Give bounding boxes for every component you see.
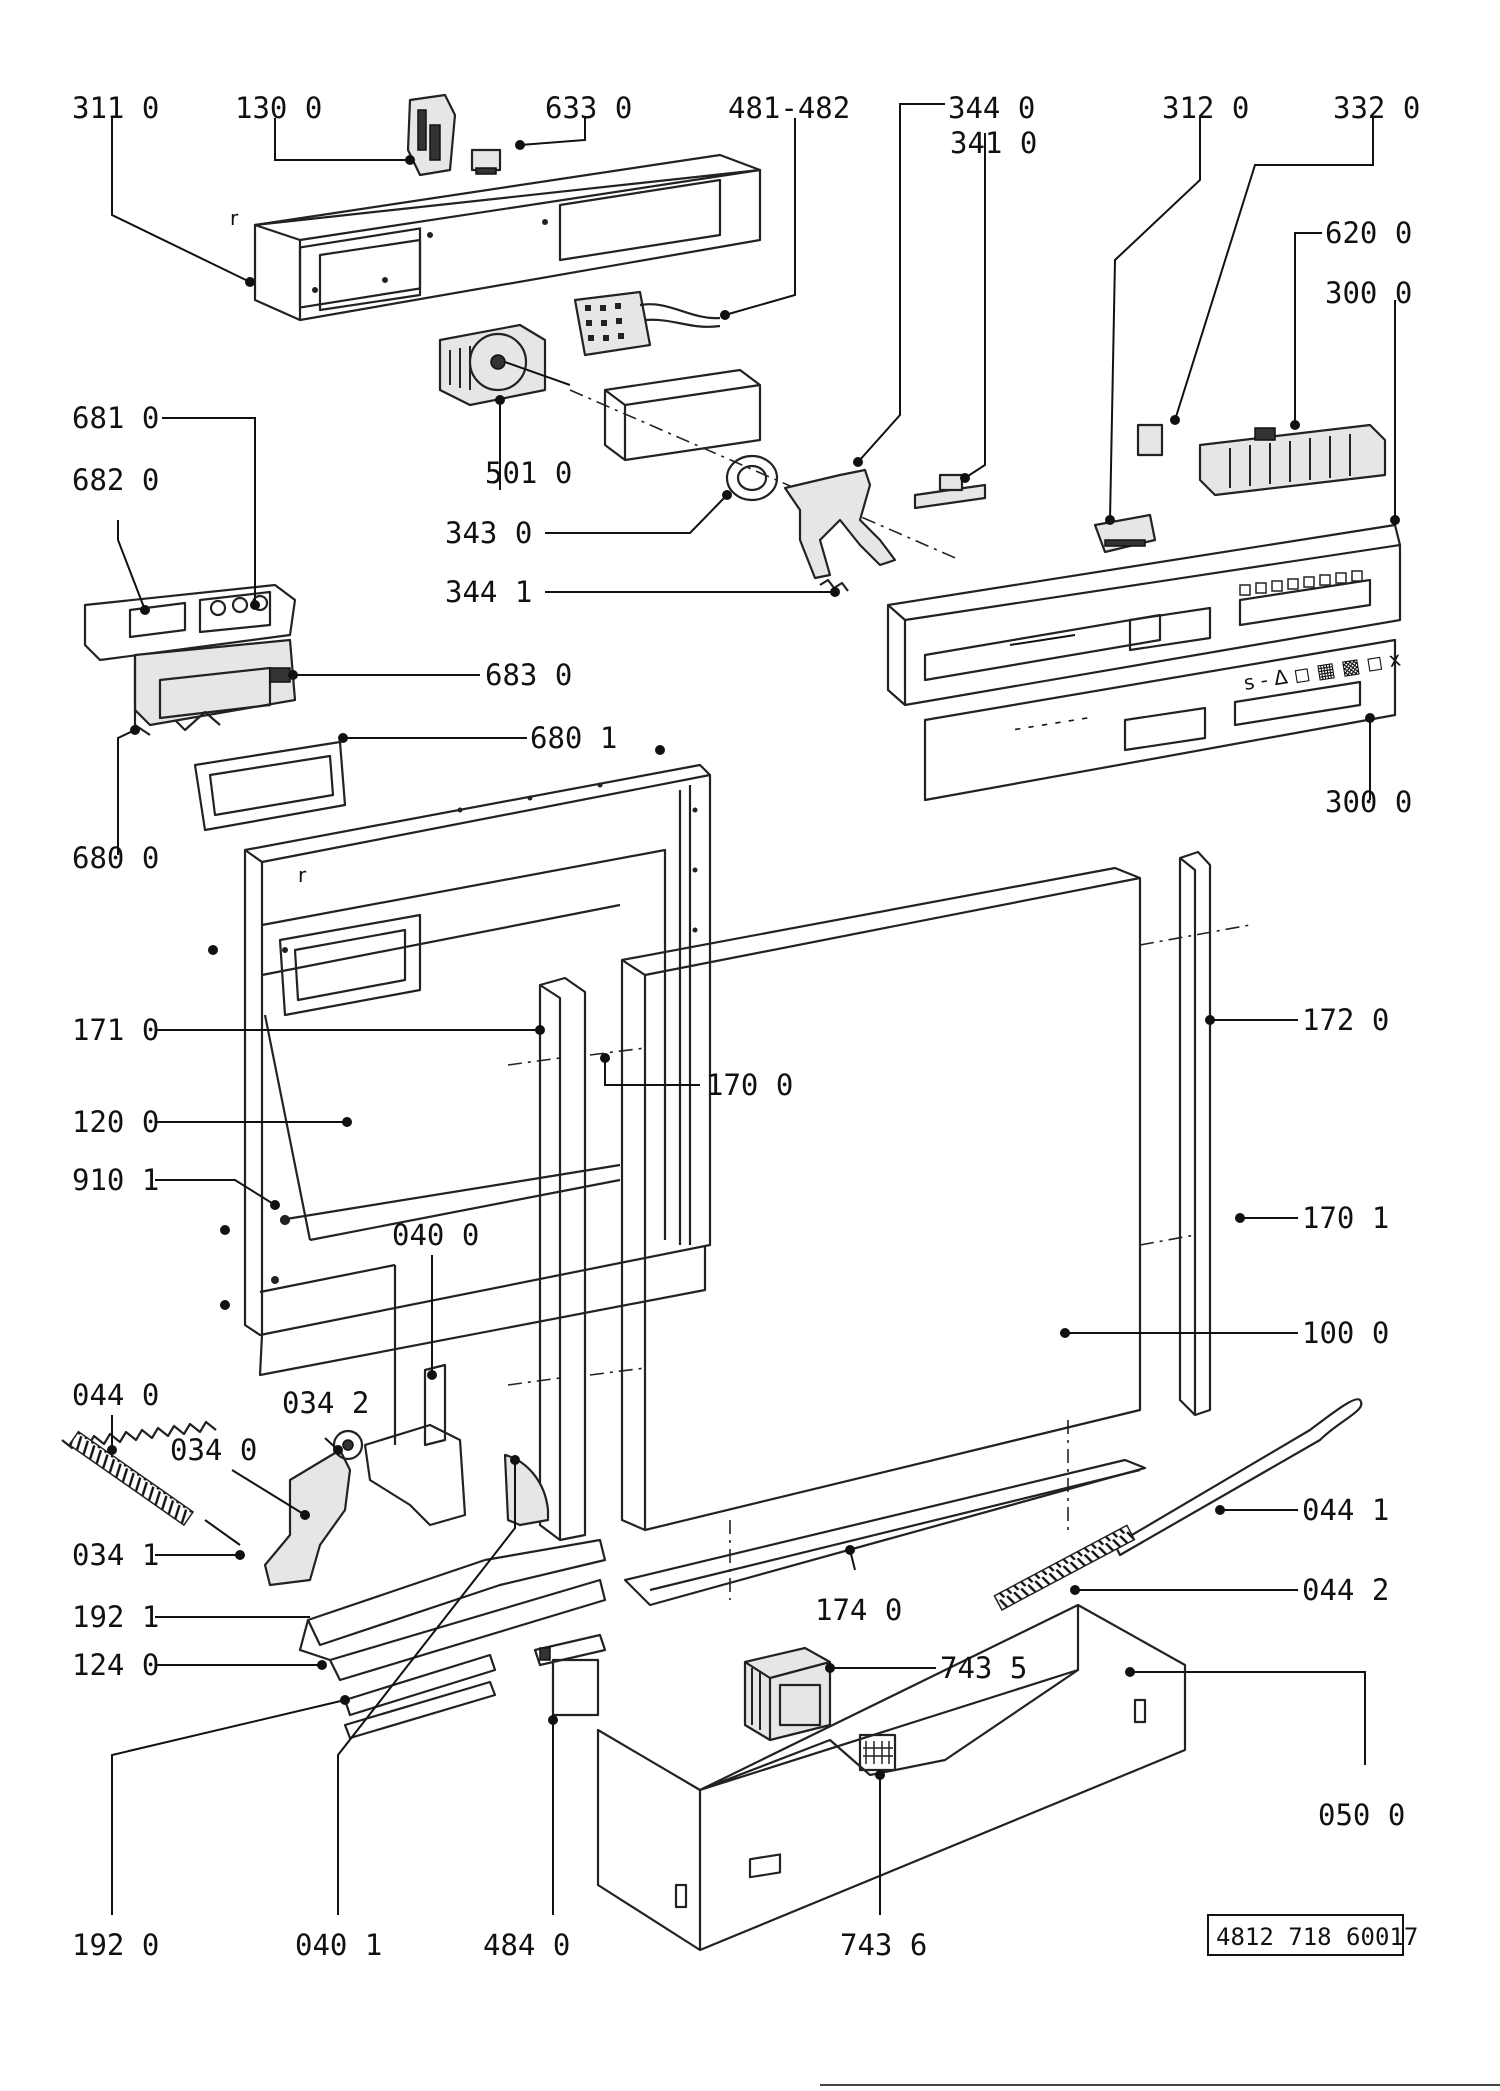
kick-plate-part xyxy=(596,1603,1187,1952)
alignment-lines xyxy=(507,924,1251,1600)
door-panel-part xyxy=(620,866,1142,1532)
callout-034-2: 034 2 xyxy=(282,1386,369,1420)
connector-part xyxy=(573,290,721,357)
callout-192-0: 192 0 xyxy=(72,1928,159,1962)
callout-743-5: 743 5 xyxy=(940,1651,1027,1685)
callout-034-0: 034 0 xyxy=(170,1433,257,1467)
spring-right-part xyxy=(993,1398,1363,1611)
left-trim-strip-part xyxy=(538,976,587,1542)
callout-040-1: 040 1 xyxy=(295,1928,382,1962)
callout-683-0: 683 0 xyxy=(485,658,572,692)
callout-743-6: 743 6 xyxy=(840,1928,927,1962)
document-number-box: 4812 718 60017 xyxy=(1207,1914,1418,1956)
small-filter-part xyxy=(858,1733,897,1772)
document-number: 4812 718 60017 xyxy=(1216,1923,1418,1951)
spring-left-part xyxy=(61,1420,241,1546)
callout-910-1: 910 1 xyxy=(72,1163,159,1197)
callout-130-0: 130 0 xyxy=(235,91,322,125)
r-mark-top: r xyxy=(230,206,239,230)
callout-300-0-top: 300 0 xyxy=(1325,276,1412,310)
bracket-part xyxy=(406,93,457,177)
callout-171-0: 171 0 xyxy=(72,1013,159,1047)
mounting-bracket-part xyxy=(569,368,961,561)
callout-100-0: 100 0 xyxy=(1302,1316,1389,1350)
front-facia-part: - - - - - - s - Δ ◻ ▦ ▩ ◻ x xyxy=(923,638,1403,802)
leader-lines xyxy=(111,103,1396,1915)
leader-dots xyxy=(107,140,1400,1780)
callout-680-1: 680 1 xyxy=(530,721,617,755)
callout-680-0: 680 0 xyxy=(72,841,159,875)
lever-part xyxy=(783,468,897,580)
callout-120-0: 120 0 xyxy=(72,1105,159,1139)
callout-044-1: 044 1 xyxy=(1302,1493,1389,1527)
callout-170-0: 170 0 xyxy=(706,1068,793,1102)
clip-part xyxy=(470,148,502,175)
bottom-strip-part xyxy=(623,1458,1147,1607)
callout-124-0: 124 0 xyxy=(72,1648,159,1682)
callout-341-0: 341 0 xyxy=(950,126,1037,160)
block-part xyxy=(1136,423,1164,457)
callout-172-0: 172 0 xyxy=(1302,1003,1389,1037)
hinge-part xyxy=(263,1429,364,1587)
callout-501-0: 501 0 xyxy=(485,456,572,490)
timer-motor-part xyxy=(438,323,571,407)
top-rail-part xyxy=(253,153,762,322)
callout-170-1: 170 1 xyxy=(1302,1201,1389,1235)
callout-682-0: 682 0 xyxy=(72,463,159,497)
button-part xyxy=(913,473,987,510)
switch-block-part xyxy=(1198,423,1387,497)
inner-door-frame-part xyxy=(243,763,712,1377)
callout-484-0: 484 0 xyxy=(483,1928,570,1962)
callout-174-0: 174 0 xyxy=(815,1593,902,1627)
callout-300-0-bottom: 300 0 xyxy=(1325,785,1412,819)
ring-part xyxy=(725,454,779,502)
right-trim-strip-part xyxy=(1178,850,1212,1417)
callout-343-0: 343 0 xyxy=(445,516,532,550)
hinge-bracket-part xyxy=(259,1263,467,1527)
filter-part xyxy=(743,1646,832,1742)
callout-332-0: 332 0 xyxy=(1333,91,1420,125)
callout-344-0: 344 0 xyxy=(948,91,1035,125)
callout-312-0: 312 0 xyxy=(1162,91,1249,125)
callout-311-0: 311 0 xyxy=(72,91,159,125)
gasket-part xyxy=(193,740,347,832)
callout-040-0: 040 0 xyxy=(392,1218,479,1252)
lower-strips-part xyxy=(298,1538,607,1740)
callout-050-0: 050 0 xyxy=(1318,1798,1405,1832)
callout-labels: 311 0 130 0 633 0 481-482 344 0 341 0 31… xyxy=(72,91,1420,1962)
small-bracket-part xyxy=(503,1453,550,1527)
svg-text:- - - - - -: - - - - - - xyxy=(1012,704,1090,739)
callout-620-0: 620 0 xyxy=(1325,216,1412,250)
callout-633-0: 633 0 xyxy=(545,91,632,125)
latch-part xyxy=(533,1633,607,1717)
callout-034-1: 034 1 xyxy=(72,1538,159,1572)
callout-192-1: 192 1 xyxy=(72,1600,159,1634)
callout-681-0: 681 0 xyxy=(72,401,159,435)
callout-481-482: 481-482 xyxy=(728,91,850,125)
r-mark-mid: r xyxy=(298,863,307,887)
handle-part xyxy=(1093,513,1157,554)
callout-044-2: 044 2 xyxy=(1302,1573,1389,1607)
dispenser-part xyxy=(83,583,297,736)
callout-344-1: 344 1 xyxy=(445,575,532,609)
callout-044-0: 044 0 xyxy=(72,1378,159,1412)
